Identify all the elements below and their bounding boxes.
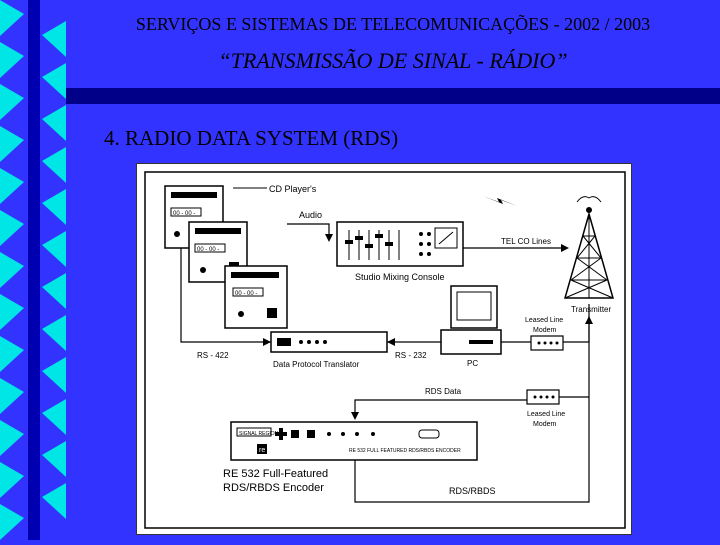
encoder-caption-line2: RDS/RBDS Encoder bbox=[223, 482, 324, 494]
decor-arrows bbox=[0, 0, 66, 540]
pc-label: PC bbox=[467, 359, 478, 368]
pc-icon bbox=[440, 285, 502, 355]
rds-encoder: SIGNAL REGION re RE 532 FULL FEATURED RD… bbox=[230, 421, 478, 461]
rs232-label: RS - 232 bbox=[395, 351, 427, 360]
tel-co-lines-label: TEL CO Lines bbox=[501, 237, 551, 246]
svg-text:re: re bbox=[259, 447, 265, 454]
header-rule bbox=[66, 88, 720, 104]
svg-text:Modem: Modem bbox=[533, 421, 557, 428]
leased-line-modem-1 bbox=[530, 335, 564, 351]
page-subtitle: “TRANSMISSÃO DE SINAL - RÁDIO” bbox=[218, 48, 568, 73]
svg-text:Modem: Modem bbox=[533, 327, 557, 334]
section-heading: 4. RADIO DATA SYSTEM (RDS) bbox=[104, 126, 399, 150]
leased-line-modem-2-label: Leased Line bbox=[527, 411, 565, 418]
svg-text:SIGNAL REGION: SIGNAL REGION bbox=[239, 431, 279, 437]
lightning-icon bbox=[483, 196, 517, 206]
transmitter-tower-icon bbox=[564, 196, 614, 299]
leased-line-modem-2 bbox=[526, 389, 560, 405]
rds-system-diagram: 00 - 00 - 00 - 00 - 00 - 00 - CD Player'… bbox=[136, 163, 632, 535]
cd-player-3: 00 - 00 - bbox=[224, 265, 288, 329]
cd-players-label: CD Player's bbox=[269, 184, 317, 194]
rds-rbds-label: RDS/RBDS bbox=[449, 486, 496, 496]
studio-mixing-console-label: Studio Mixing Console bbox=[355, 272, 445, 282]
leased-line-modem-1-label: Leased Line bbox=[525, 317, 563, 324]
transmitter-label: Transmitter bbox=[571, 305, 611, 314]
svg-text:RE 532 FULL FEATURED RDS/RBD: RE 532 FULL FEATURED RDS/RBDS ENCODER bbox=[349, 448, 461, 454]
svg-text:00 - 00 -: 00 - 00 - bbox=[173, 211, 195, 217]
studio-mixing-console bbox=[336, 221, 464, 267]
encoder-caption-line1: RE 532 Full-Featured bbox=[223, 468, 328, 480]
audio-label: Audio bbox=[299, 210, 322, 220]
svg-text:00 - 00 -: 00 - 00 - bbox=[197, 247, 219, 253]
data-protocol-translator bbox=[270, 331, 388, 353]
svg-text:00 - 00 -: 00 - 00 - bbox=[235, 291, 257, 297]
data-protocol-translator-label: Data Protocol Translator bbox=[273, 360, 360, 369]
vertical-bar bbox=[28, 0, 40, 540]
diagram-svg: 00 - 00 - 00 - 00 - 00 - 00 - CD Player'… bbox=[144, 171, 626, 529]
rs422-label: RS - 422 bbox=[197, 351, 229, 360]
rds-data-label: RDS Data bbox=[425, 387, 462, 396]
page-title: SERVIÇOS E SISTEMAS DE TELECOMUNICAÇÕES … bbox=[135, 14, 651, 34]
